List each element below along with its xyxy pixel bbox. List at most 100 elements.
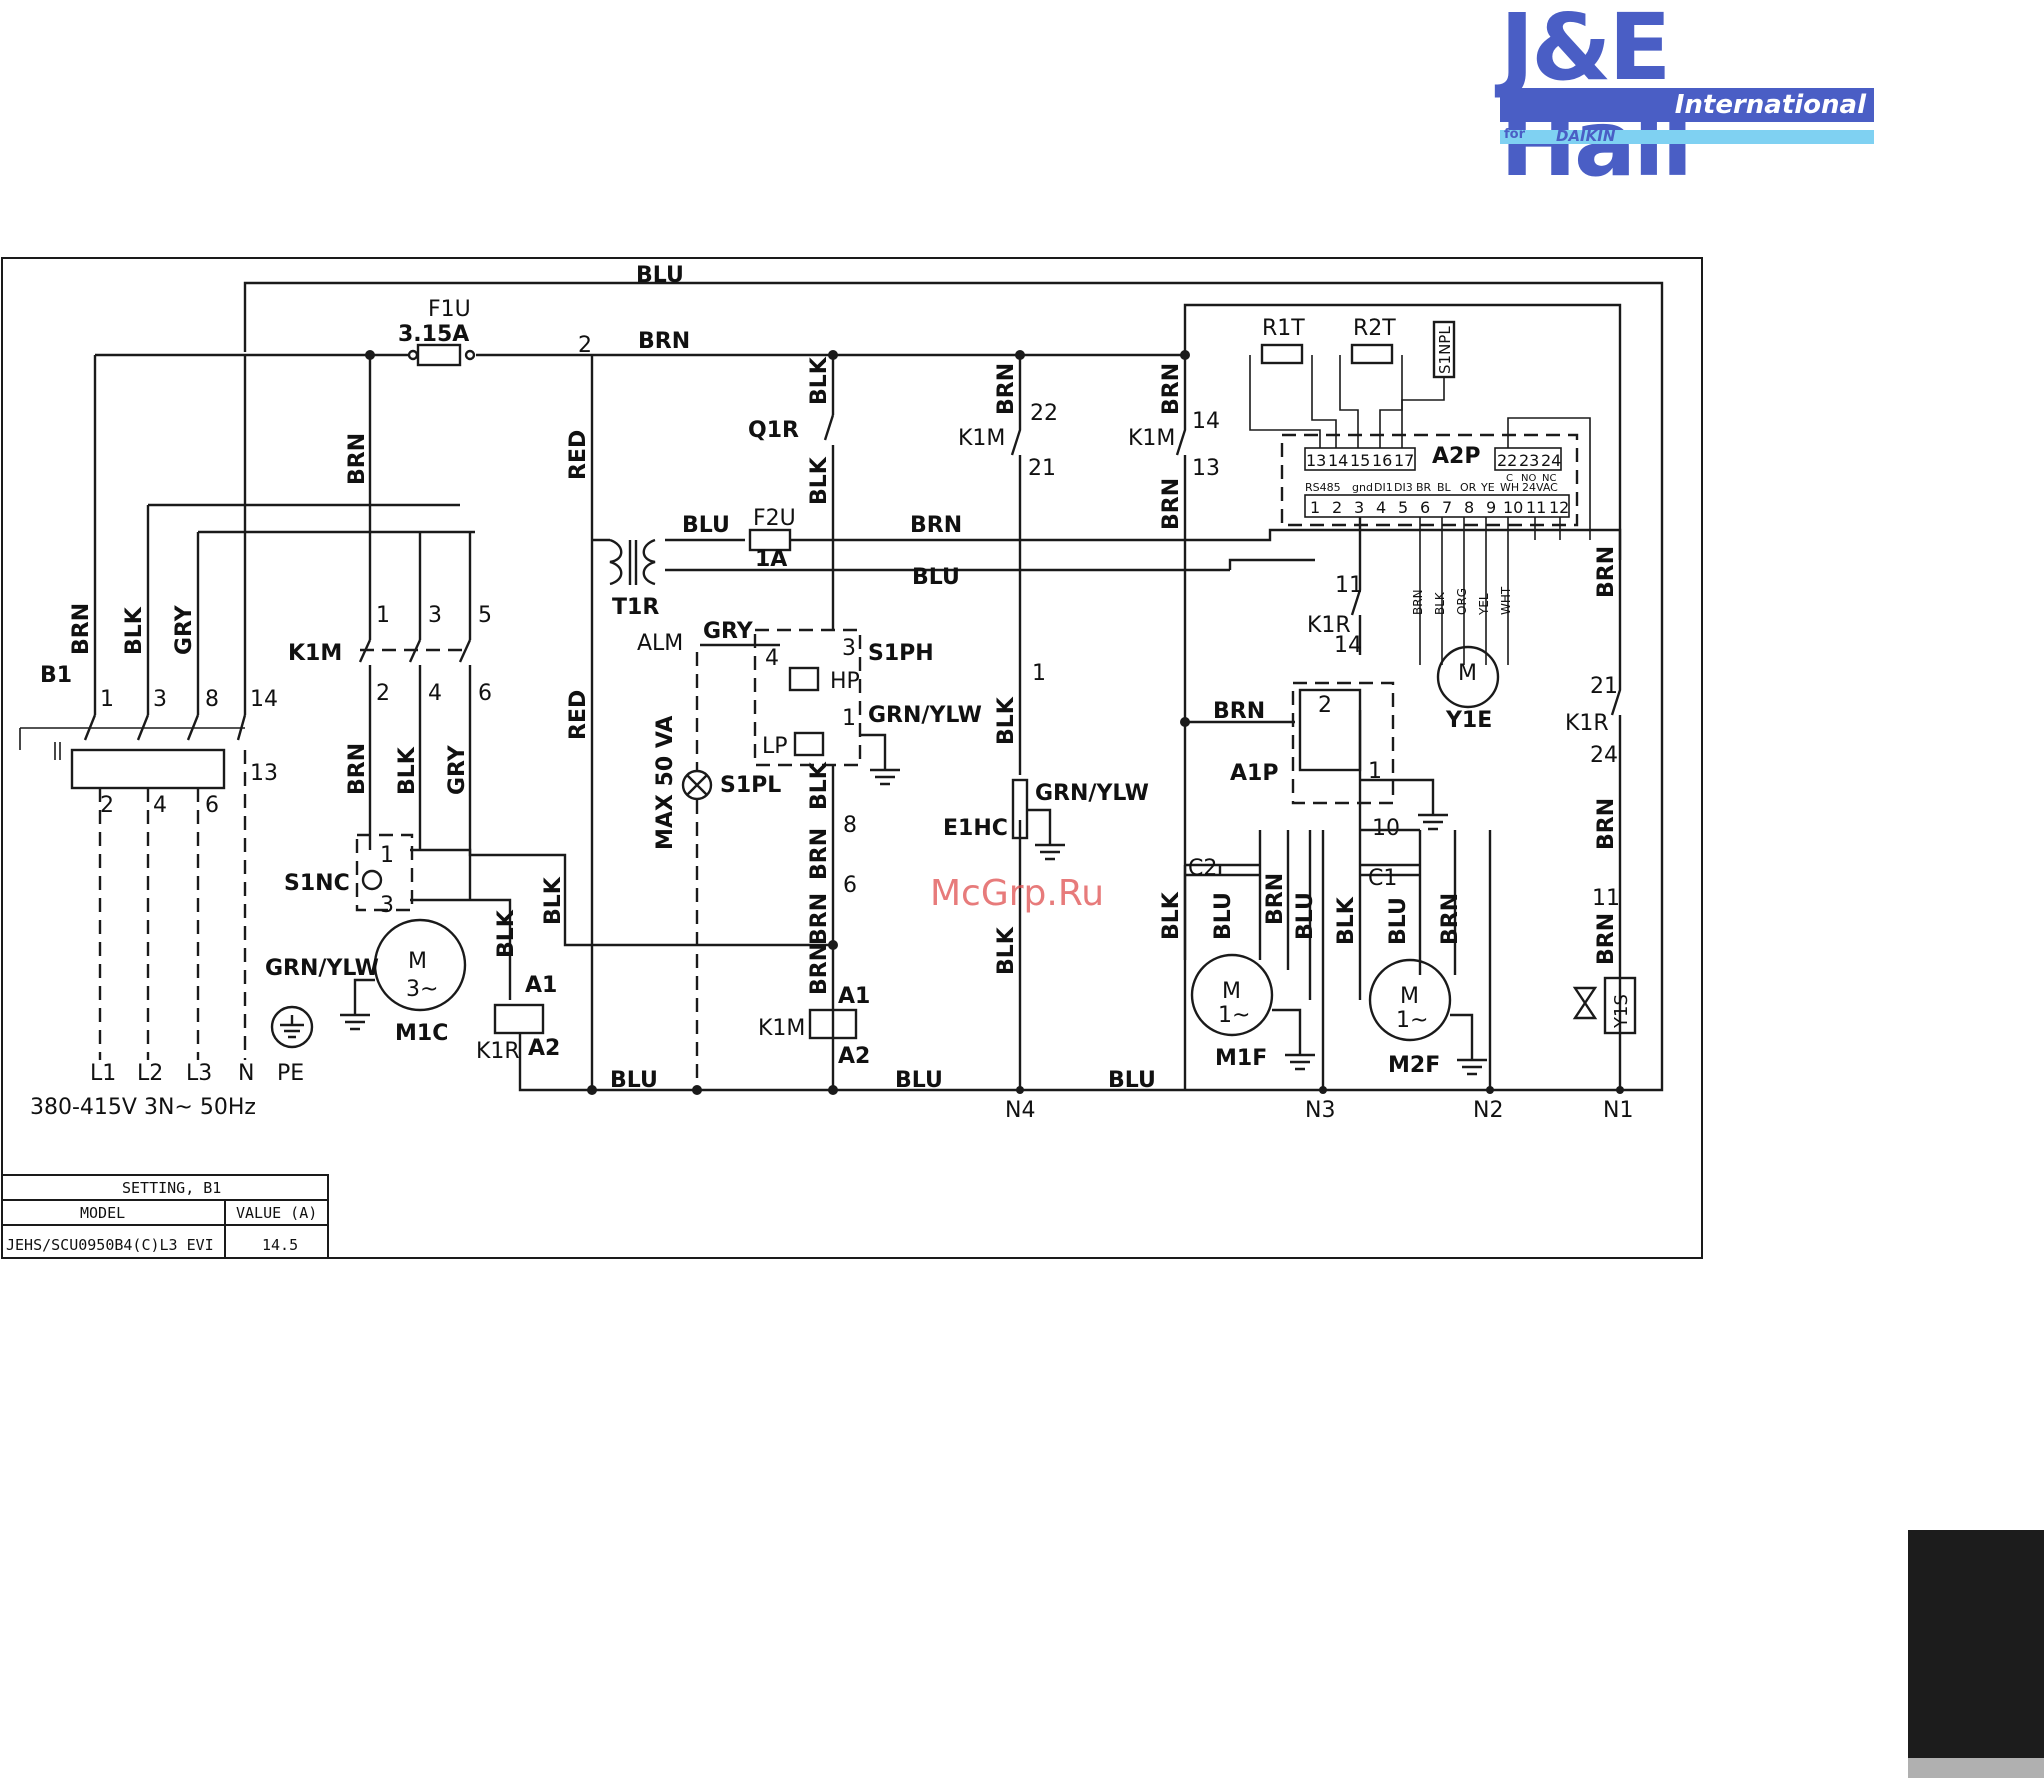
wire-label-brn-m1f: BRN	[1263, 873, 1288, 925]
a2p-label-no: NO	[1521, 473, 1536, 484]
wire-label-blk-q1r-2: BLK	[807, 456, 832, 505]
a2p-label-br: BR	[1416, 481, 1432, 494]
fuse-f1u	[416, 343, 462, 367]
a2p-label-nc: NC	[1542, 473, 1556, 484]
label-f1u-rating: 3.15A	[398, 322, 469, 347]
label-k1m-aux: K1M	[958, 426, 1005, 451]
logo-for: for	[1504, 127, 1525, 142]
node-n2: N2	[1473, 1098, 1503, 1123]
y1e-wire-wht: WHT	[1499, 586, 1513, 615]
logo-bar: International	[1500, 88, 1874, 122]
junction-dots	[365, 350, 1624, 1095]
wire-label-brn-m2f: BRN	[1438, 893, 1463, 945]
logo-partner: DAIKIN	[1556, 127, 1616, 145]
wire-label-gry-b1: GRY	[172, 604, 197, 655]
s1ph-pin-8: 6	[843, 873, 857, 898]
label-grnylw-s1ph: GRN/YLW	[868, 703, 982, 728]
k1m-pin-4: 4	[428, 681, 442, 706]
k1m-a1: A1	[838, 984, 870, 1009]
a2p-t14: 14	[1328, 451, 1348, 470]
fan-motor-m2f	[1368, 958, 1452, 1042]
label-f2u-rating: 1A	[755, 547, 787, 572]
fan-motor-m1f	[1190, 953, 1274, 1037]
k1m-fan-pin-13: 13	[1192, 456, 1220, 481]
label-s1npl: S1NPL	[1436, 326, 1454, 374]
label-e1hc: E1HC	[943, 816, 1008, 841]
s1ph-pin-4: 4	[765, 646, 779, 671]
logo-sub: International	[1674, 90, 1866, 120]
e1hc-pin-1: 1	[1032, 661, 1046, 686]
a2p-top-terminals: 13 14 15 16 17 22 23 24	[1304, 447, 1562, 471]
supply-l1: L1	[90, 1061, 116, 1086]
k1r-a2: A2	[528, 1036, 560, 1061]
node-n3: N3	[1305, 1098, 1335, 1123]
label-grnylw-e1hc: GRN/YLW	[1035, 781, 1149, 806]
a2p-t24: 24	[1541, 451, 1561, 470]
jehall-logo: J&E Hall International for DAIKIN	[1500, 0, 1880, 192]
a2p-b12: 12	[1549, 498, 1569, 517]
k1r-right-pin-24: 24	[1590, 743, 1618, 768]
a2p-label-di3: DI3	[1394, 481, 1413, 494]
switch-s1nc	[355, 833, 414, 912]
a1p-pin-2: 2	[1318, 693, 1332, 718]
k1m-pin-2: 2	[376, 681, 390, 706]
wire-label-blk-b1: BLK	[122, 606, 147, 655]
earth-symbol-pe	[270, 1005, 314, 1049]
sensor-r2t	[1350, 343, 1394, 365]
switch-s1ph	[753, 628, 862, 767]
supply-rating: 380-415V 3N~ 50Hz	[30, 1095, 256, 1120]
wire-label-blu-top: BLU	[636, 263, 684, 288]
s1ph-pin-1: 1	[842, 706, 856, 731]
label-k1m-fan: K1M	[1128, 426, 1175, 451]
label-t1r: T1R	[612, 595, 659, 620]
a2p-b7: 7	[1442, 498, 1452, 517]
a2p-label-ye: YE	[1480, 481, 1495, 494]
a2p-b1: 1	[1310, 498, 1320, 517]
page-side-tab-strip	[1908, 1758, 2044, 1778]
label-q1r: Q1R	[748, 418, 799, 443]
wire-label-brn-f2u: BRN	[910, 513, 962, 538]
a2p-label-bl: BL	[1437, 481, 1452, 494]
a2p-label-or: OR	[1460, 481, 1477, 494]
label-a2p: A2P	[1432, 444, 1480, 469]
wire-label-blk-m2f: BLK	[1334, 896, 1359, 945]
b1-pin-13: 13	[250, 761, 278, 786]
s1ph-pin-9: 8	[843, 813, 857, 838]
b1-pin-14: 14	[250, 687, 278, 712]
k1r-a2p-pin-14: 14	[1334, 633, 1362, 658]
node-n4: N4	[1005, 1098, 1035, 1123]
wire-label-gry-m1c: GRY	[445, 744, 470, 795]
k1m-pin-1: 1	[376, 603, 390, 628]
settings-title: SETTING, B1	[122, 1179, 221, 1197]
a2p-label-gnd: gnd	[1352, 481, 1373, 494]
k1r-a2p-pin-11: 11	[1335, 573, 1363, 598]
label-k1r-coil: K1R	[476, 1039, 520, 1064]
wire-label-blu-bottom-3: BLU	[1108, 1068, 1156, 1093]
a2p-label-c: C	[1506, 473, 1513, 484]
label-s1pl: S1PL	[720, 773, 781, 798]
watermark: McGrp.Ru	[930, 873, 1104, 914]
label-y1s: Y1S	[1611, 994, 1632, 1029]
label-m1c: M1C	[395, 1021, 448, 1046]
wire-label-blk-q1r: BLK	[807, 356, 832, 405]
pin-2-bus: 2	[578, 333, 592, 358]
label-k1m-coil: K1M	[758, 1016, 805, 1041]
a2p-b3: 3	[1354, 498, 1364, 517]
wire-label-brn-k1r-right: BRN	[1594, 546, 1619, 598]
wire-label-brn-k1m-fan-2: BRN	[1159, 478, 1184, 530]
wire-label-red-2: RED	[566, 690, 591, 740]
m1c-m: M	[408, 949, 427, 974]
a2p-t22: 22	[1497, 451, 1517, 470]
k1m-aux-pin-22: 22	[1030, 401, 1058, 426]
label-k1r-a2p: K1R	[1307, 613, 1351, 638]
label-lp: LP	[762, 734, 788, 759]
y1e-wire-org: ORG	[1455, 588, 1469, 615]
logo-partner-bar: for DAIKIN	[1500, 127, 1874, 145]
label-k1m-main: K1M	[288, 641, 342, 666]
wire-label-blu-t1r-2: BLU	[912, 565, 960, 590]
label-y1e: Y1E	[1445, 708, 1492, 733]
wire-label-blu-t1r: BLU	[682, 513, 730, 538]
y1s-pin-11: 11	[1592, 886, 1620, 911]
supply-l2: L2	[137, 1061, 163, 1086]
label-f1u: F1U	[428, 297, 471, 322]
